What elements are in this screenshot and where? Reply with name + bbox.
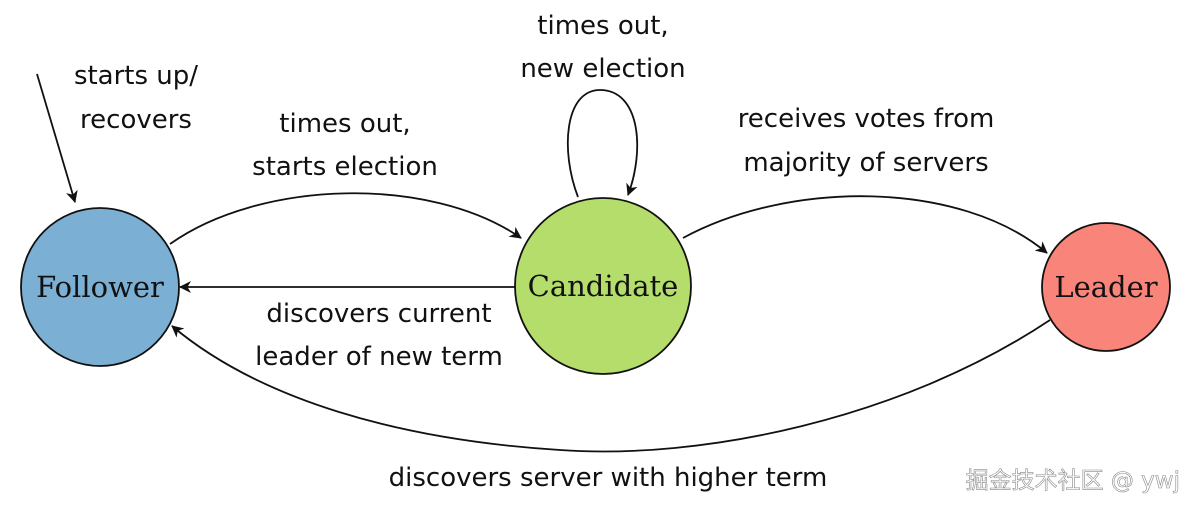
- leader-state: Leader: [1041, 222, 1171, 352]
- leader-to-follower-label: discovers server with higher term: [389, 463, 828, 493]
- candidate-label: Candidate: [528, 269, 679, 303]
- start-arrow: [36, 73, 78, 203]
- start-label: starts up/ recovers: [74, 61, 198, 135]
- follower-state: Follower: [20, 207, 180, 367]
- start-label-line2: recovers: [80, 105, 192, 135]
- leader-label: Leader: [1054, 270, 1157, 304]
- follower-circle: [20, 207, 180, 367]
- watermark: 掘金技术社区 @ ywj: [966, 468, 1180, 494]
- candidate-circle: [514, 197, 692, 375]
- follower-to-candidate-arrow: [169, 192, 522, 245]
- candidate-self-label-line2: new election: [520, 54, 685, 84]
- candidate-self-loop-arrow: [566, 89, 639, 198]
- candidate-to-follower-label-line1: discovers current: [266, 299, 491, 329]
- leader-circle: [1041, 222, 1171, 352]
- follower-to-candidate-label-line1: times out,: [279, 109, 410, 139]
- candidate-to-leader-label-line1: receives votes from: [738, 104, 995, 134]
- candidate-to-leader-label: receives votes from majority of servers: [738, 104, 995, 178]
- candidate-self-label-line1: times out,: [537, 11, 668, 41]
- follower-to-candidate-label-line2: starts election: [252, 152, 438, 182]
- follower-to-candidate-label: times out, starts election: [252, 109, 438, 182]
- start-label-line1: starts up/: [74, 61, 198, 91]
- candidate-state: Candidate: [514, 197, 692, 375]
- candidate-self-label: times out, new election: [520, 11, 685, 84]
- candidate-to-leader-label-line2: majority of servers: [743, 148, 988, 178]
- follower-label: Follower: [36, 270, 164, 304]
- candidate-to-follower-label: discovers current leader of new term: [255, 299, 503, 372]
- candidate-to-leader-arrow: [682, 195, 1048, 254]
- candidate-to-follower-label-line2: leader of new term: [255, 342, 503, 372]
- leader-to-follower-arrow: [171, 319, 1051, 453]
